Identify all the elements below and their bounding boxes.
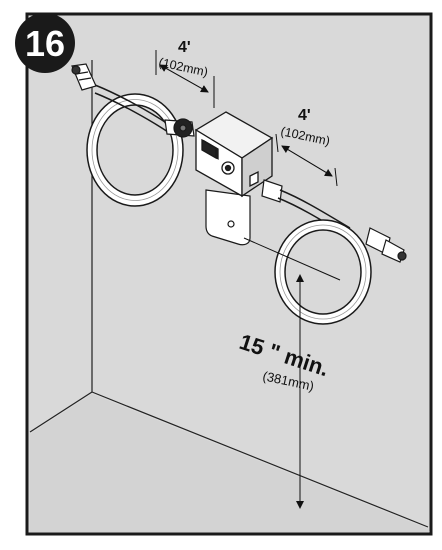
height-dimension-lines: [243, 237, 341, 509]
filter-unit: [194, 111, 274, 198]
right-hose-coil: [274, 219, 372, 325]
right-dimension-value: 4': [298, 107, 311, 124]
left-hose-coil: [86, 84, 184, 207]
step-number: 16: [25, 23, 65, 64]
left-dimension-value: 4': [178, 39, 191, 56]
valve-handle: [164, 118, 195, 138]
step-badge: 16: [15, 13, 75, 73]
right-dimension-lines: [275, 133, 338, 187]
wall-corner: [29, 60, 429, 528]
floor: [30, 394, 430, 532]
right-hose-fitting: [365, 227, 407, 263]
left-hose-fitting: [71, 63, 97, 91]
left-dimension-lines: [155, 50, 215, 108]
mounting-bracket: [205, 189, 251, 246]
